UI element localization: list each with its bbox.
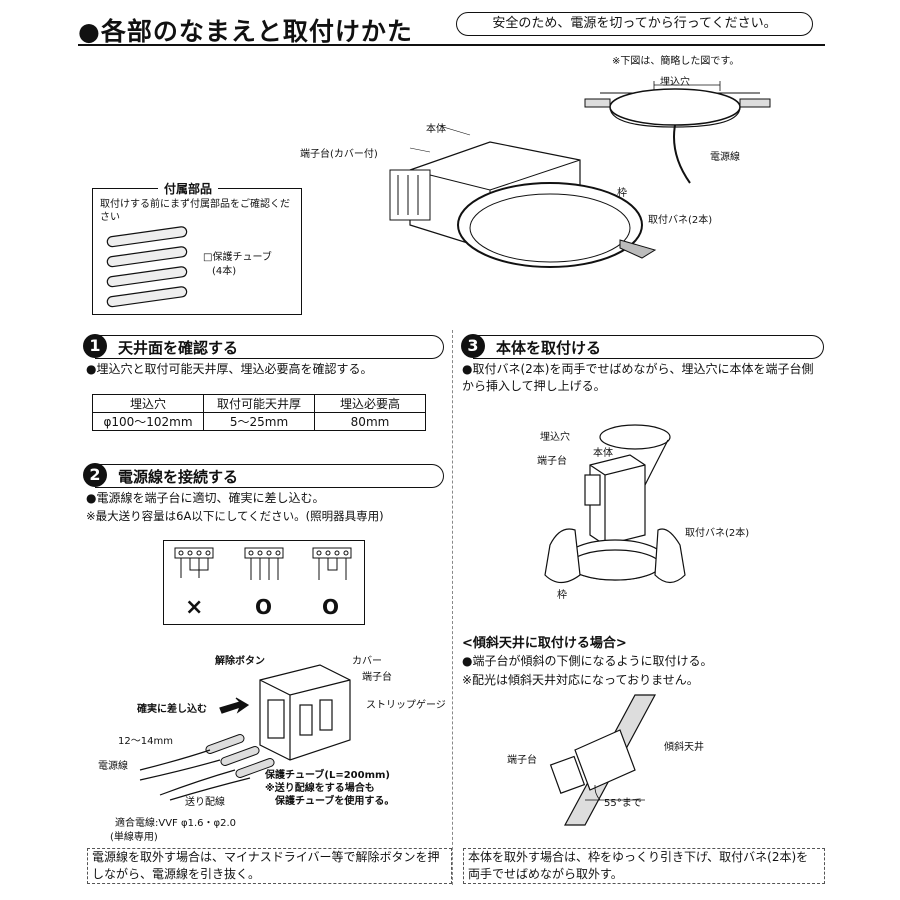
wire-spec2: (単線専用): [110, 832, 158, 843]
strip-length-label: 12〜14mm: [118, 736, 173, 747]
overview-note: ※下図は、簡略した図です。: [612, 56, 740, 67]
accessories-instruction: 取付けする前にまず付属部品をご確認ください: [100, 199, 290, 223]
step3-terminal-label: 端子台: [537, 456, 567, 467]
step1-header: [95, 335, 444, 359]
strip-gauge-label: ストリップゲージ: [366, 700, 446, 711]
wiring-examples-diagram: [174, 547, 352, 580]
tube-note1: ※送り配線をする場合も: [265, 783, 375, 794]
step3-frame-label: 枠: [557, 590, 567, 601]
wiring-mark-ok-1: O: [255, 595, 273, 619]
wire-spec: 適合電線:VVF φ1.6・φ2.0: [115, 818, 236, 829]
slope-ceiling-diagram: [549, 694, 657, 826]
slope-title: <傾斜天井に取付ける場合>: [462, 636, 627, 651]
overview-power-cable-label: 電源線: [710, 152, 740, 163]
install-illustration: [544, 424, 686, 584]
terminal-block-illustration: [139, 664, 351, 801]
step3-spring-label: 取付バネ(2本): [685, 528, 750, 539]
slope-remove-note: 本体を取外す場合は、枠をゆっくり引き下げ、取付バネ(2本)を両手でせばめながら取…: [463, 848, 825, 884]
slope-desc2: ※配光は傾斜天井対応になっておりません。: [462, 673, 699, 687]
spec-value-hole: φ100〜102mm: [92, 412, 204, 431]
step1-desc: ●埋込穴と取付可能天井厚、埋込必要高を確認する。: [86, 362, 373, 376]
ceiling-hole-diagram: [584, 81, 771, 184]
step2-header: [95, 464, 444, 488]
accessory-item-count: (4本): [212, 266, 237, 277]
feed-wire-label: 送り配線: [185, 797, 225, 808]
step3-body-label: 本体: [593, 448, 613, 459]
downlight-illustration: [389, 125, 657, 268]
overview-frame-label: 枠: [617, 188, 627, 199]
accessory-item: □保護チューブ: [203, 252, 272, 263]
slope-angle-label: 55°まで: [604, 798, 642, 809]
terminal-label: 端子台: [362, 672, 392, 683]
release-button-label: 解除ボタン: [215, 656, 265, 667]
tube-note2: 保護チューブを使用する。: [275, 796, 395, 807]
spec-value-height: 80mm: [314, 412, 426, 431]
step3-number: 3: [461, 334, 485, 358]
slope-ceiling-label: 傾斜天井: [664, 742, 704, 753]
page-title: ●各部のなまえと取付けかた: [78, 17, 413, 46]
safety-note: 安全のため、電源を切ってから行ってください。: [456, 12, 813, 36]
column-divider: [452, 330, 453, 885]
protective-tubes-illustration: [106, 226, 188, 308]
accessories-title: 付属部品: [158, 180, 219, 197]
overview-terminal-label: 端子台(カバー付): [300, 149, 378, 160]
step2-desc1: ●電源線を端子台に適切、確実に差し込む。: [86, 491, 325, 505]
slope-terminal-label: 端子台: [507, 755, 537, 766]
step2-number: 2: [83, 463, 107, 487]
spec-header-height: 埋込必要高: [314, 394, 426, 413]
step3-title: 本体を取付ける: [496, 339, 602, 357]
title-divider: [78, 44, 825, 46]
step3-desc: ●取付バネ(2本)を両手でせばめながら、埋込穴に本体を端子台側から挿入して押し上…: [462, 362, 814, 393]
slope-desc1: ●端子台が傾斜の下側になるように取付ける。: [462, 654, 713, 668]
step1-title: 天井面を確認する: [118, 339, 239, 357]
step2-desc2: ※最大送り容量は6A以下にしてください。(照明器具専用): [86, 509, 384, 523]
overview-hole-label: 埋込穴: [660, 77, 690, 88]
wiring-mark-wrong: ×: [185, 595, 204, 620]
step1-spec-table: 埋込穴 取付可能天井厚 埋込必要高 φ100〜102mm 5〜25mm 80mm: [92, 394, 426, 431]
step2-remove-note: 電源線を取外す場合は、マイナスドライバー等で解除ボタンを押しながら、電源線を引き…: [87, 848, 452, 884]
overview-body-label: 本体: [426, 124, 446, 135]
insert-label: 確実に差し込む: [137, 704, 207, 715]
power-cable-label: 電源線: [98, 761, 128, 772]
step3-hole-label: 埋込穴: [540, 432, 570, 443]
step2-title: 電源線を接続する: [118, 468, 239, 486]
step3-header: [473, 335, 824, 359]
spec-header-hole: 埋込穴: [92, 394, 204, 413]
tube-label: 保護チューブ(L=200mm): [265, 770, 391, 781]
wiring-example-box: [163, 540, 365, 625]
overview-spring-label: 取付バネ(2本): [648, 215, 713, 226]
wiring-mark-ok-2: O: [322, 595, 340, 619]
spec-header-thickness: 取付可能天井厚: [203, 394, 315, 413]
spec-value-thickness: 5〜25mm: [203, 412, 315, 431]
step1-number: 1: [83, 334, 107, 358]
cover-label: カバー: [352, 656, 382, 667]
